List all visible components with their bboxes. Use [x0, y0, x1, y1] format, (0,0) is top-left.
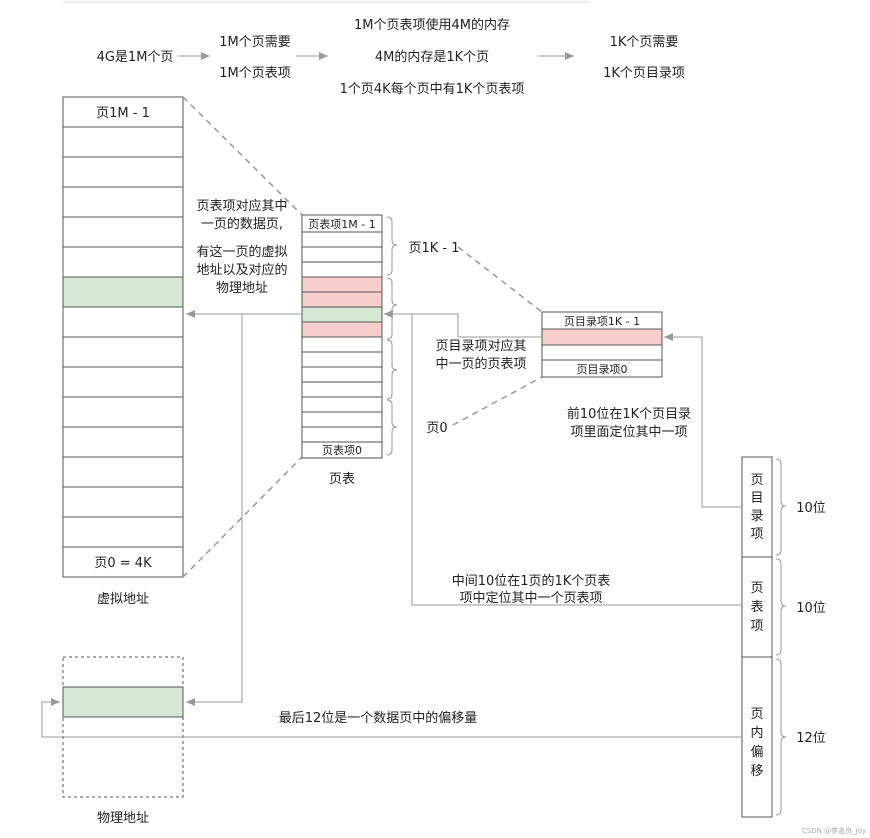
page-directory-entry-pink — [541, 328, 663, 346]
field-3-char-2: 内 — [750, 725, 763, 741]
field-braces — [775, 458, 787, 816]
page-top-label: 页1K - 1 — [408, 241, 459, 256]
field-1-bits: 10位 — [796, 501, 826, 516]
page-directory-bottom-label: 页目录项0 — [577, 363, 628, 376]
field-2-char-1: 页 — [750, 581, 763, 596]
flow-step-4b: 1K个页目录项 — [603, 66, 685, 81]
flow-step-3c: 1个页4K每个页中有1K个页表项 — [340, 81, 525, 97]
directory-annotation-line-2: 中一页的页表项 — [435, 356, 526, 372]
directory-annotation-line-1: 页目录项对应其 — [435, 338, 526, 354]
flow-step-2a: 1M个页需要 — [219, 35, 291, 50]
directory-lookup-arrow — [664, 333, 742, 508]
table-to-physical-arrow — [186, 313, 302, 706]
field-1-char-3: 录 — [750, 509, 763, 524]
address-field-directory — [741, 456, 773, 558]
flow-step-2b: 1M个页表项 — [219, 66, 291, 81]
flow-step-1: 4G是1M个页 — [97, 50, 174, 65]
field-1-char-2: 目 — [750, 491, 763, 506]
virtual-page-highlight — [62, 276, 184, 308]
virtual-address-column: 页1M - 1 页0 = 4K — [62, 96, 184, 578]
flow-step-4a: 1K个页需要 — [610, 35, 679, 50]
page-table-bottom-label: 页表项0 — [322, 443, 362, 457]
directory-hint-line-2: 项里面定位其中一项 — [570, 425, 687, 440]
flow-step-3a: 1M个页表项使用4M的内存 — [354, 17, 510, 33]
page-table-caption: 页表 — [329, 472, 355, 487]
middle-hint-line-1: 中间10位在1页的1K个页表 — [452, 573, 611, 589]
page-table-entry-pink-3 — [301, 321, 383, 338]
virtual-address-caption: 虚拟地址 — [97, 592, 149, 607]
virtual-bottom-label: 页0 = 4K — [94, 556, 152, 571]
page-table-top-label: 页表项1M - 1 — [308, 217, 375, 231]
field-3-char-3: 偏 — [750, 745, 763, 760]
virtual-annotation-line-4: 地址以及对应的 — [196, 262, 287, 278]
table-to-dir-dash-bottom — [452, 376, 543, 426]
physical-address-caption: 物理地址 — [97, 811, 149, 826]
address-fields: 页 目 录 项 页 表 项 页 内 偏 移 — [741, 456, 773, 818]
dir-to-table-arrow — [384, 310, 542, 338]
virtual-to-table-dash-top — [182, 96, 303, 216]
page-table-entry-pink-2 — [301, 291, 383, 308]
physical-address-block — [62, 656, 184, 798]
table-to-dir-dash-top — [457, 246, 543, 313]
offset-hint: 最后12位是一个数据页中的偏移量 — [279, 710, 478, 726]
field-3-char-4: 移 — [750, 764, 763, 779]
flow-step-3b: 4M的内存是1K个页 — [375, 49, 489, 65]
page-directory-column: 页目录项1K - 1 页目录项0 — [541, 311, 663, 378]
virtual-annotation-line-5: 物理地址 — [216, 281, 268, 296]
page-table-braces — [386, 216, 398, 456]
page-table-entry-pink-1 — [301, 276, 383, 293]
virtual-top-label: 页1M - 1 — [96, 106, 150, 121]
virtual-annotation-line-2: 一页的数据页, — [201, 216, 283, 232]
table-lookup-arrow — [384, 310, 742, 606]
field-3-bits: 12位 — [796, 731, 826, 746]
virtual-annotation-line-3: 有这一页的虚拟 — [196, 244, 287, 260]
virtual-annotation-line-1: 页表项对应其中 — [196, 198, 287, 214]
field-1-char-4: 项 — [750, 527, 763, 542]
middle-hint-line-2: 项中定位其中一个页表项 — [459, 591, 602, 606]
page-table-entry-green — [301, 306, 383, 323]
directory-hint-line-1: 前10位在1K个页目录 — [567, 406, 691, 422]
field-2-char-3: 项 — [750, 619, 763, 634]
address-field-offset — [741, 656, 773, 818]
field-1-char-1: 页 — [750, 473, 763, 488]
field-3-char-1: 页 — [750, 707, 763, 722]
offset-arrow — [41, 698, 742, 738]
page-bottom-label: 页0 — [426, 421, 447, 436]
physical-page-highlight — [62, 686, 184, 718]
page-directory-top-label: 页目录项1K - 1 — [564, 315, 640, 328]
field-2-bits: 10位 — [796, 601, 826, 616]
page-table-column: 页表项1M - 1 页表项0 — [301, 214, 383, 459]
watermark: CSDN @禁盖良_joy — [802, 826, 866, 835]
field-2-char-2: 表 — [750, 600, 763, 615]
